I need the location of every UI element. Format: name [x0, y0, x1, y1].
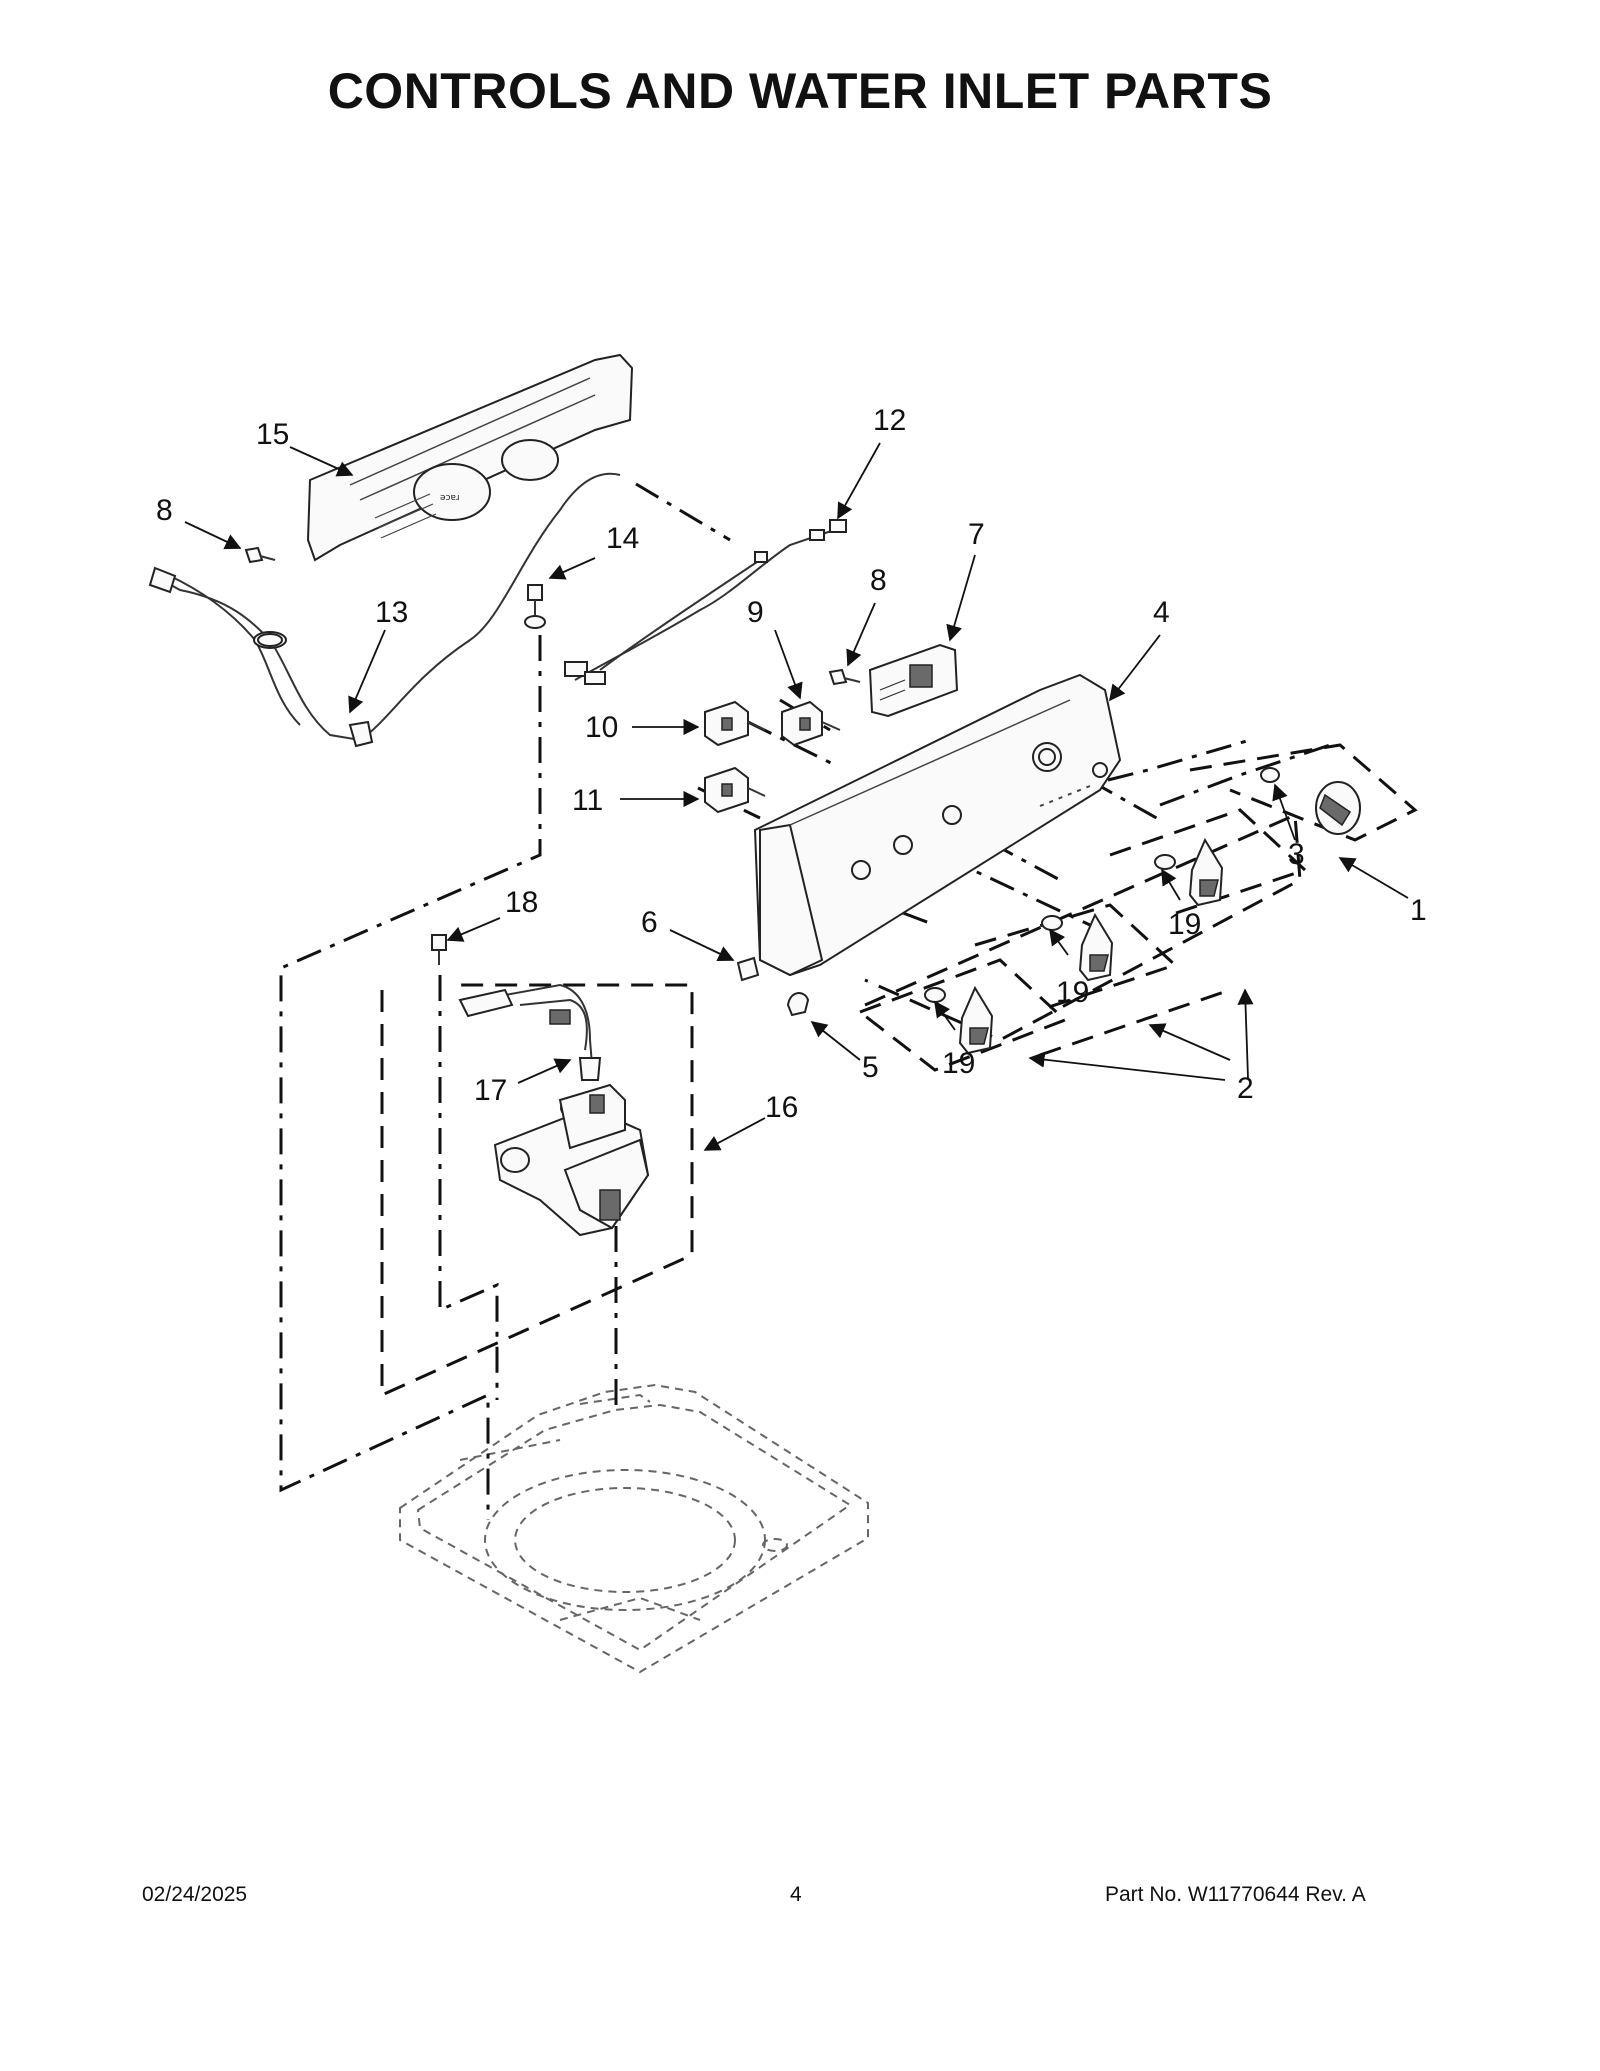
footer-date: 02/24/2025: [142, 1883, 248, 1906]
insert-3: [1260, 767, 1280, 783]
control-console: [753, 673, 1122, 977]
water-inlet-valve: [493, 1083, 650, 1237]
footer-part-number: Part No. W11770644 Rev. A: [1105, 1883, 1366, 1906]
leader-lines: [184, 442, 1409, 1151]
callout-19-middle: 19: [1056, 976, 1089, 1009]
insert-19-top: [1154, 854, 1176, 870]
ground-screw-14: [524, 584, 546, 629]
knob-2-top: [1188, 837, 1224, 907]
screw-8-right: [828, 668, 861, 686]
switch-10: [704, 700, 766, 747]
callout-17: 17: [474, 1074, 507, 1107]
clip-6: [736, 956, 760, 982]
wire-harness: [564, 519, 847, 685]
insert-19-middle: [1041, 915, 1063, 931]
screw-18: [431, 934, 447, 965]
callout-19-bottom: 19: [942, 1047, 975, 1080]
power-cord: [148, 472, 621, 748]
control-board: [868, 643, 959, 718]
console-rear-panel: ǝɔɐɹ: [306, 353, 634, 562]
callout-12: 12: [873, 404, 906, 437]
switch-9: [781, 700, 841, 747]
callout-8-right: 8: [870, 564, 887, 597]
switch-11: [704, 766, 766, 814]
clip-5: [786, 992, 810, 1017]
callout-8-left: 8: [156, 494, 173, 527]
callout-5: 5: [862, 1051, 879, 1084]
footer-page-number: 4: [790, 1883, 802, 1906]
callout-4: 4: [1153, 596, 1170, 629]
valve-wire-harness: [458, 983, 602, 1081]
callout-7: 7: [968, 518, 985, 551]
callout-19-top: 19: [1168, 908, 1201, 941]
callout-10: 10: [585, 711, 618, 744]
callout-6: 6: [641, 906, 658, 939]
insert-19-bottom: [924, 987, 946, 1003]
callout-3: 3: [1288, 838, 1305, 871]
knob-2-bottom: [958, 985, 994, 1055]
callout-9: 9: [747, 596, 764, 629]
callout-18: 18: [505, 886, 538, 919]
knob-2-middle: [1078, 912, 1114, 982]
washer-top-outline: [399, 1383, 869, 1674]
callout-2-right: 2: [1237, 1072, 1254, 1105]
callout-16: 16: [765, 1091, 798, 1124]
callout-13: 13: [375, 596, 408, 629]
callout-14: 14: [606, 522, 639, 555]
callout-15: 15: [256, 418, 289, 451]
callout-11: 11: [572, 784, 603, 817]
panel-label-text: ǝɔɐɹ: [440, 493, 460, 503]
screw-8-left: [244, 546, 276, 564]
page-title: CONTROLS AND WATER INLET PARTS: [327, 63, 1273, 119]
callout-labels: 15 8 12 14 13 7 8 4 9 10 11 3 1 19 19 19…: [156, 404, 1427, 1124]
callout-1: 1: [1410, 894, 1427, 927]
knob-1: [1315, 781, 1361, 835]
